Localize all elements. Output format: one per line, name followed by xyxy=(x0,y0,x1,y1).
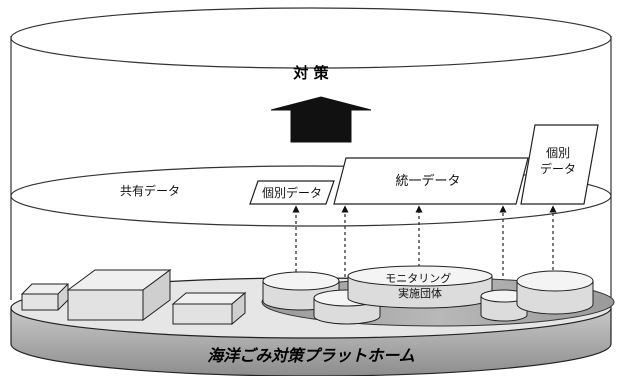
box-medium xyxy=(171,291,247,326)
cylinder-3 xyxy=(480,289,528,322)
monitoring-label-line1: モニタリング xyxy=(385,271,451,285)
unified-data-label: 統一データ xyxy=(395,173,460,189)
up-arrow-icon xyxy=(270,96,372,143)
shared-data-label: 共有データ xyxy=(120,183,180,198)
top-label: 対 策 xyxy=(292,64,329,82)
individual-data-left-label: 個別データ xyxy=(262,185,322,200)
box-small-left xyxy=(20,283,70,311)
individual-data-right-line2: データ xyxy=(540,161,576,176)
individual-data-left-box xyxy=(249,180,335,205)
monitoring-label-line2: 実施団体 xyxy=(398,286,442,300)
top-ellipse xyxy=(10,7,612,69)
unified-data-box xyxy=(333,157,529,205)
individual-data-right-line1: 個別 xyxy=(546,146,570,160)
cylinder-4 xyxy=(516,270,594,315)
platform-label: 海洋ごみ対策プラットホーム xyxy=(207,346,415,365)
individual-data-right-box xyxy=(520,124,599,205)
individual-data-right-label: 個別 データ xyxy=(540,146,576,176)
cylinder-monitoring xyxy=(347,265,493,309)
monitoring-label: モニタリング 実施団体 xyxy=(385,271,455,300)
box-large xyxy=(66,269,172,321)
